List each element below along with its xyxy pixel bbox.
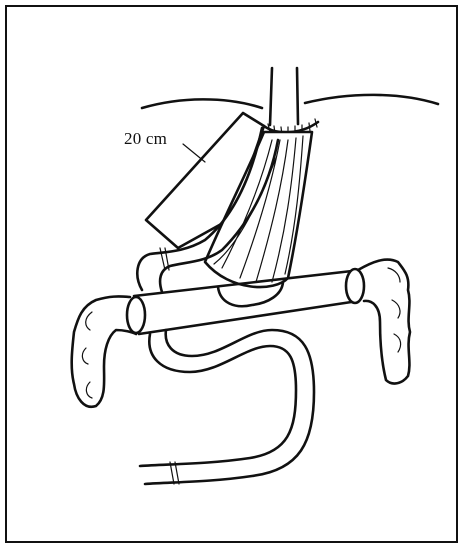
right-colon bbox=[358, 260, 410, 384]
colon-end-left bbox=[127, 297, 145, 333]
left-colon-haustra bbox=[82, 312, 92, 398]
esophagus-left bbox=[270, 68, 272, 125]
colon-end-right bbox=[346, 269, 364, 303]
liver-edge-right bbox=[305, 95, 438, 104]
bp-limb-outer bbox=[140, 334, 296, 466]
esophagus-right bbox=[297, 68, 298, 124]
measurement-label: 20 cm bbox=[124, 129, 167, 149]
liver-edge-left bbox=[142, 99, 262, 108]
right-colon-haustra bbox=[388, 268, 401, 352]
measurement-leader bbox=[183, 144, 205, 162]
